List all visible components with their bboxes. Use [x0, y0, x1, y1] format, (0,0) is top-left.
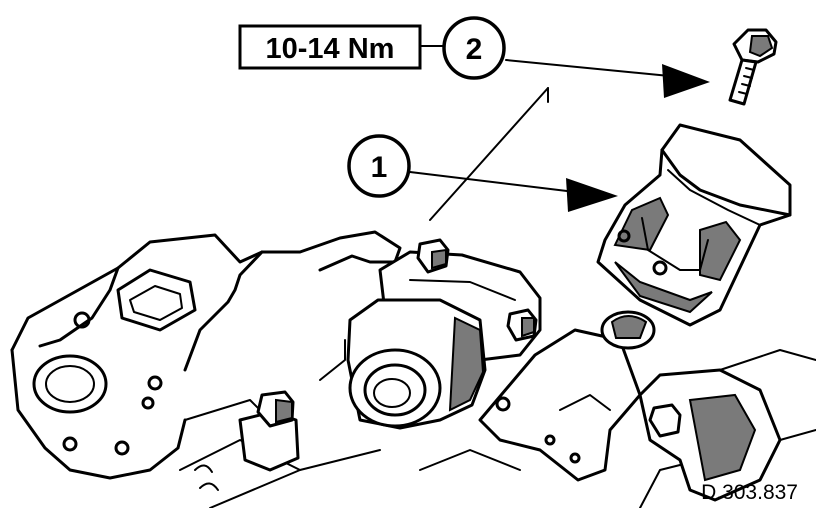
callout-label-1: 1 [371, 151, 388, 184]
part-1-thermostat-cover [596, 123, 792, 327]
torque-spec-box: 10-14 Nm [238, 24, 422, 70]
reference-code: D.303.837 [701, 481, 798, 504]
right-housing [638, 349, 816, 502]
mounting-bolt-icon [238, 390, 300, 472]
stud-bolt-icon [416, 238, 450, 274]
thermostat-housing [346, 238, 542, 430]
callout-label-2: 2 [466, 33, 483, 66]
callout-arrow-2 [505, 59, 710, 98]
torque-label: 10-14 Nm [266, 33, 395, 65]
stud-bolt-icon [506, 308, 538, 342]
callout-circle-1: 1 [347, 134, 411, 198]
gasket-plate [478, 310, 656, 482]
part-2-bolt-icon [728, 28, 778, 106]
callout-circle-2: 2 [442, 16, 506, 80]
callout-arrow-1 [409, 171, 618, 212]
cylinder-head-outline [10, 87, 701, 508]
